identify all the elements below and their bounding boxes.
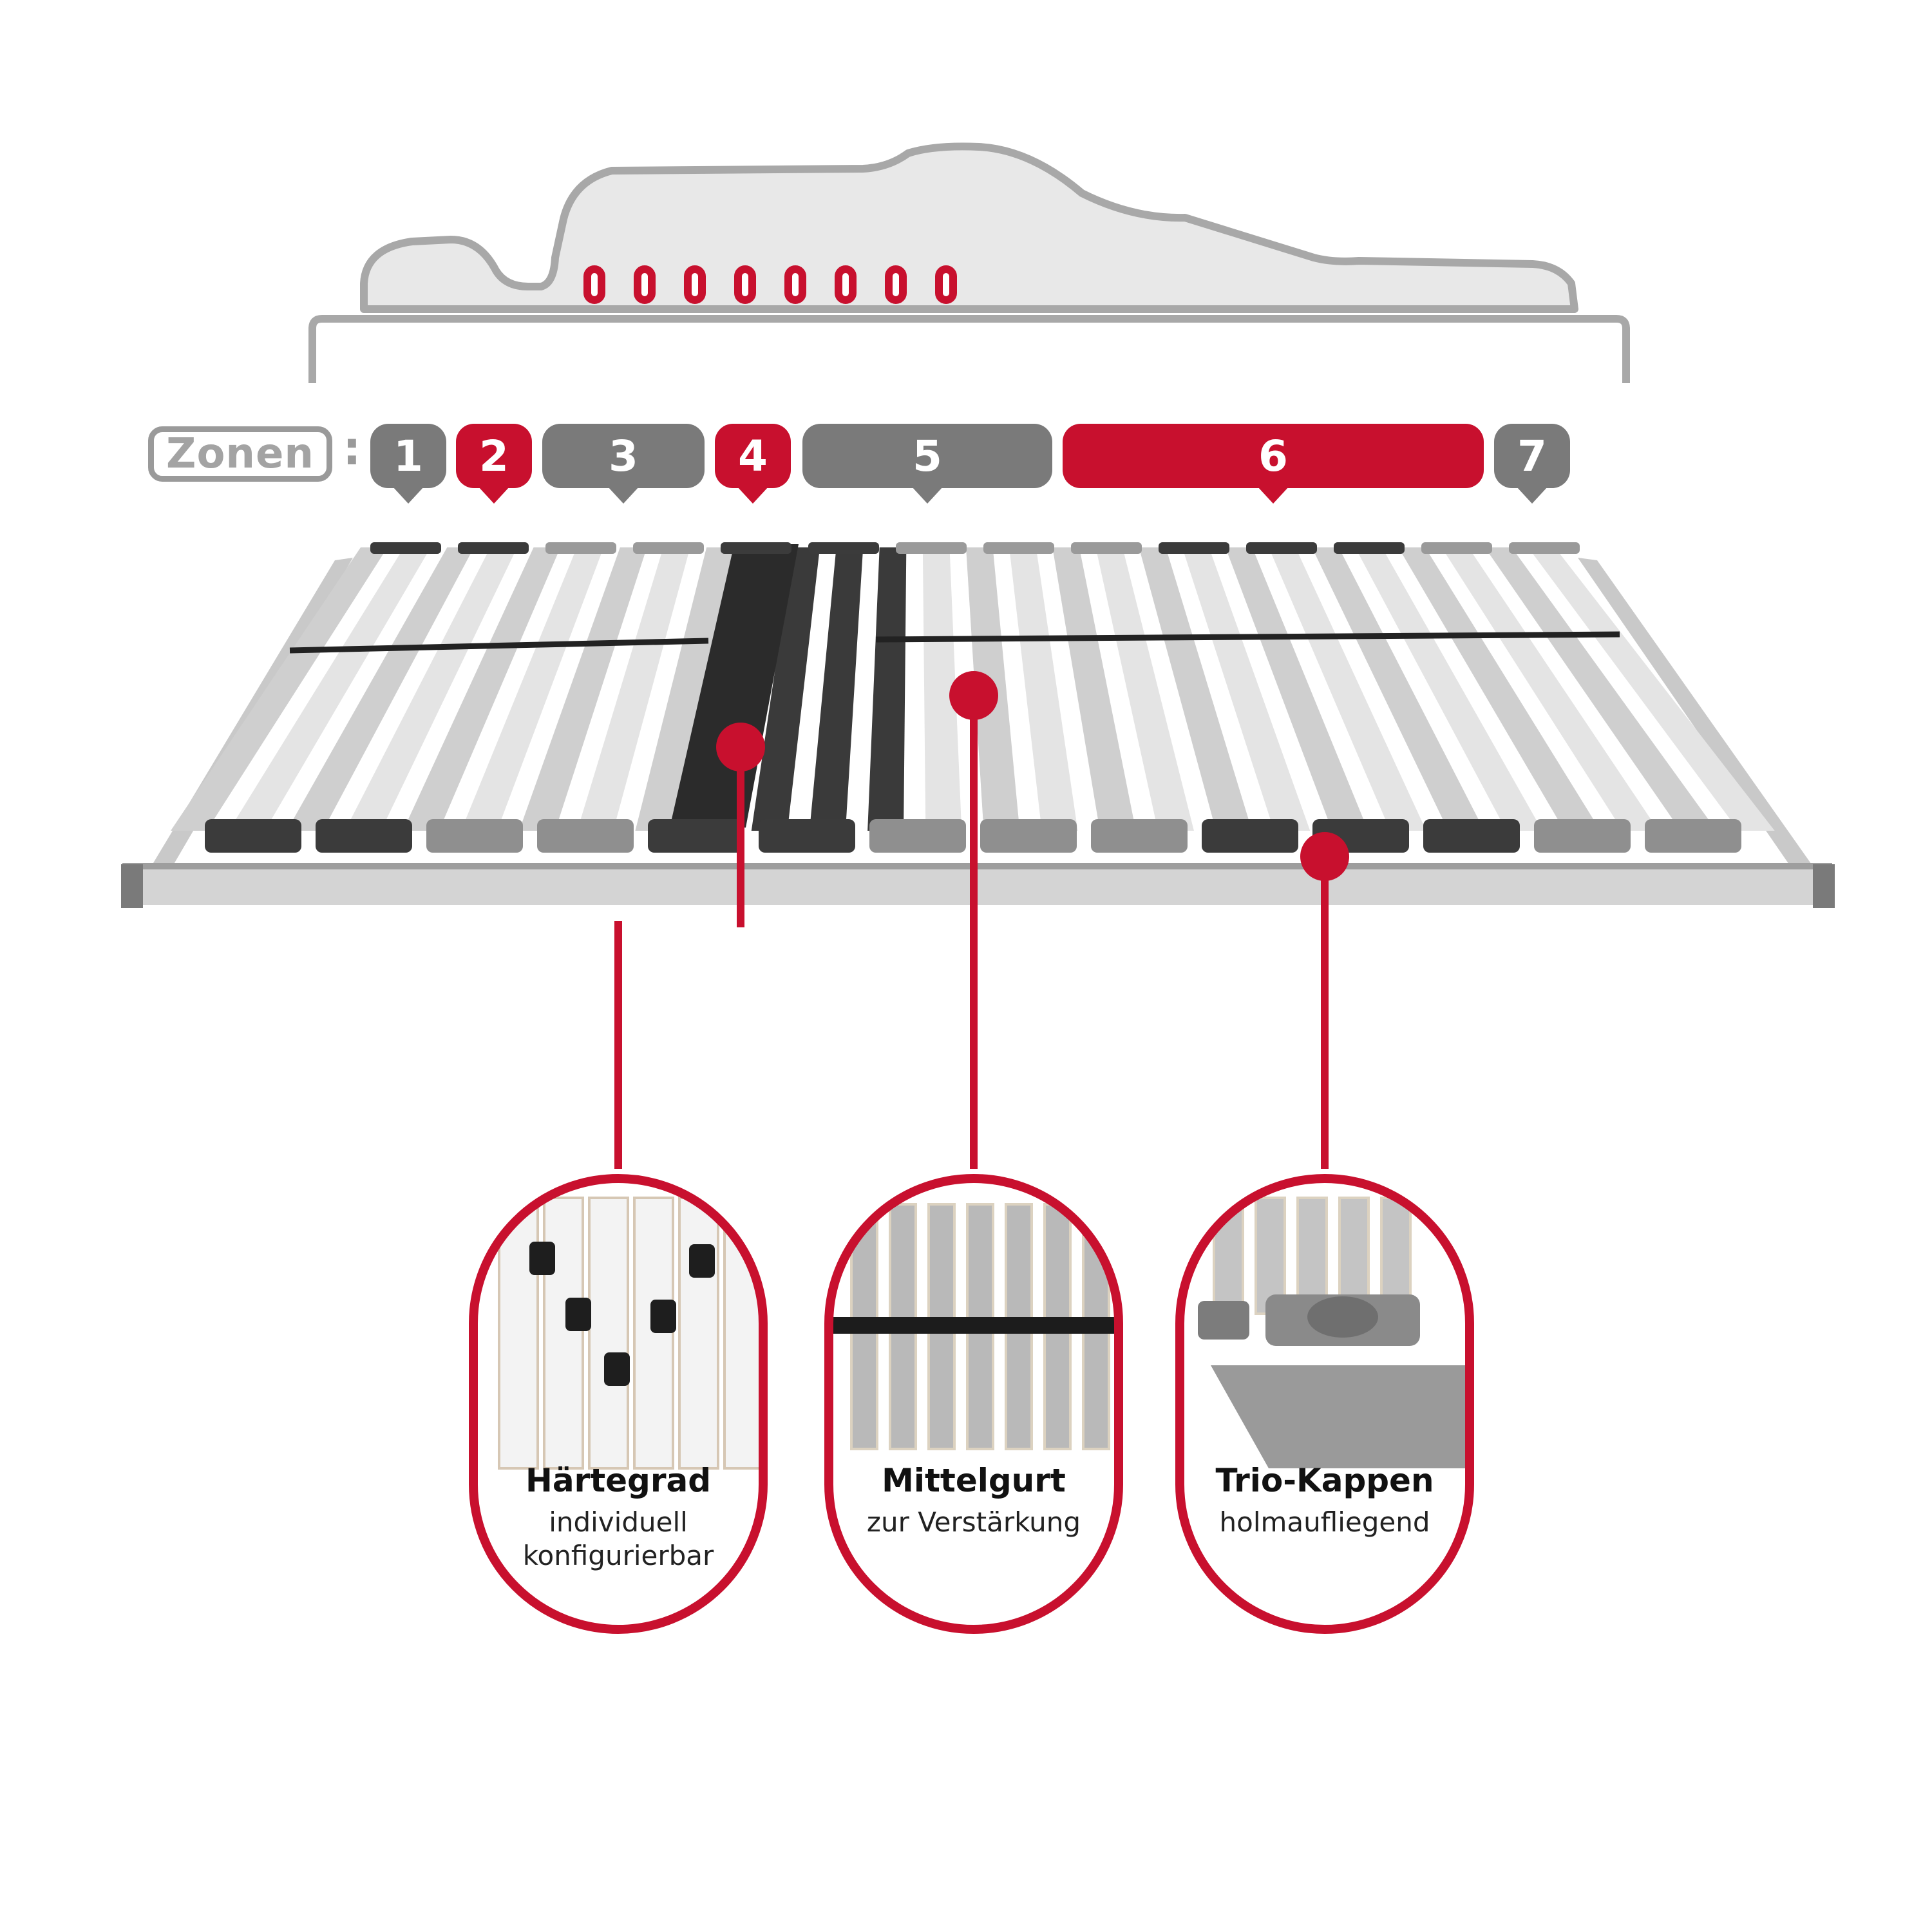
slat-cap-top	[1421, 542, 1492, 554]
slat	[287, 547, 474, 831]
slat	[1355, 547, 1543, 831]
feature-capsules	[469, 1174, 1474, 1634]
callout-dot-haertegrad	[716, 723, 765, 772]
feature-trio-kappen: Trio-Kappen holmaufliegend	[1164, 1462, 1486, 1539]
slat-cap	[759, 819, 855, 853]
slat	[809, 547, 864, 831]
slat-cap	[1423, 819, 1520, 853]
capsule-outline-trio-kappen	[1175, 1174, 1474, 1634]
slat	[1528, 547, 1775, 831]
zones-label: Zonen	[148, 426, 332, 482]
right-side-rail	[1578, 558, 1813, 866]
center-strap-left	[289, 638, 709, 654]
slat-cap-top	[458, 542, 529, 554]
zone-2: 2	[456, 424, 532, 504]
slat	[635, 547, 734, 831]
zone-6: 6	[1063, 424, 1484, 504]
dark-reinforcement-slat	[670, 544, 799, 828]
slat-cap	[316, 819, 412, 853]
slat-cap-top	[808, 542, 879, 554]
feature-haertegrad: Härtegrad individuell konfigurierbar	[457, 1462, 779, 1573]
slat-cap-top	[1246, 542, 1317, 554]
slat	[1052, 547, 1136, 831]
slat-cap	[1645, 819, 1741, 853]
mattress-outline	[308, 315, 1630, 383]
slat-cap	[980, 819, 1077, 853]
slat-cap	[537, 819, 634, 853]
body-silhouette-graphic	[308, 142, 1630, 383]
slat	[1269, 547, 1426, 831]
slat-cap-top	[1071, 542, 1142, 554]
feature-subtitle: zur Verstärkung	[866, 1506, 1081, 1538]
slat	[345, 547, 518, 831]
slat-cap-top	[633, 542, 704, 554]
slat	[751, 547, 820, 831]
slat-cap-top	[1509, 542, 1580, 554]
slat-cap	[1202, 819, 1298, 853]
capsule-outline-mittelgurt	[824, 1174, 1123, 1634]
right-end-cap	[1813, 864, 1835, 908]
slat-cap	[648, 819, 744, 853]
slat	[229, 547, 431, 831]
callout-lines-lower	[614, 921, 1329, 1169]
slat	[1312, 547, 1484, 831]
feature-title: Mittelgurt	[882, 1462, 1066, 1499]
slat-cap-top	[1159, 542, 1229, 554]
slat-cap-top	[370, 542, 441, 554]
slat-cap	[869, 819, 966, 853]
capsule-haertegrad	[473, 1179, 763, 1470]
slat	[1095, 547, 1194, 831]
center-strap-right	[875, 631, 1620, 643]
zone-5: 5	[802, 424, 1052, 504]
slat	[867, 547, 907, 831]
slat-cap-top	[1334, 542, 1405, 554]
pressure-points	[583, 265, 957, 304]
zone-1: 1	[370, 424, 446, 504]
slat	[922, 547, 962, 831]
feature-mittelgurt: Mittelgurt zur Verstärkung	[813, 1462, 1135, 1539]
callout-dot-trio-kappen	[1300, 832, 1349, 881]
slat-cap-top	[545, 542, 616, 554]
zones-separator: :	[343, 421, 361, 475]
slat-cap	[1534, 819, 1631, 853]
slat	[577, 547, 690, 831]
slat-cap-top	[721, 542, 791, 554]
slatted-frame-illustration	[121, 542, 1835, 927]
slat	[1139, 547, 1253, 831]
slat	[1225, 547, 1368, 831]
slat-cap-top	[983, 542, 1054, 554]
slat	[519, 547, 647, 831]
feature-subtitle-2: konfigurierbar	[522, 1540, 714, 1571]
slat	[460, 547, 604, 831]
slat	[1484, 547, 1717, 831]
body-silhouette	[360, 142, 1578, 313]
feature-title: Trio-Kappen	[1215, 1462, 1434, 1499]
slat-cap	[1091, 819, 1188, 853]
slat	[1441, 547, 1659, 831]
feature-subtitle: holmaufliegend	[1219, 1506, 1430, 1538]
slat	[1398, 547, 1601, 831]
left-end-cap	[121, 864, 143, 908]
slat	[402, 547, 561, 831]
zone-4: 4	[715, 424, 791, 504]
zone-3: 3	[542, 424, 705, 504]
zones-label-text: Zonen	[166, 430, 314, 478]
slat	[1182, 547, 1311, 831]
slat	[1009, 547, 1078, 831]
zone-7: 7	[1494, 424, 1570, 504]
capsule-outline-haertegrad	[469, 1174, 768, 1634]
slat	[171, 547, 388, 831]
slat-end-caps	[205, 542, 1741, 853]
feature-subtitle: individuell	[549, 1506, 688, 1538]
callout-dot-mittelgurt	[949, 671, 998, 720]
slat-cap	[205, 819, 301, 853]
slats	[171, 547, 1775, 831]
feature-title: Härtegrad	[525, 1462, 712, 1499]
capsule-trio-kappen	[1180, 1179, 1470, 1468]
slat-cap-top	[896, 542, 967, 554]
slat-cap	[426, 819, 523, 853]
